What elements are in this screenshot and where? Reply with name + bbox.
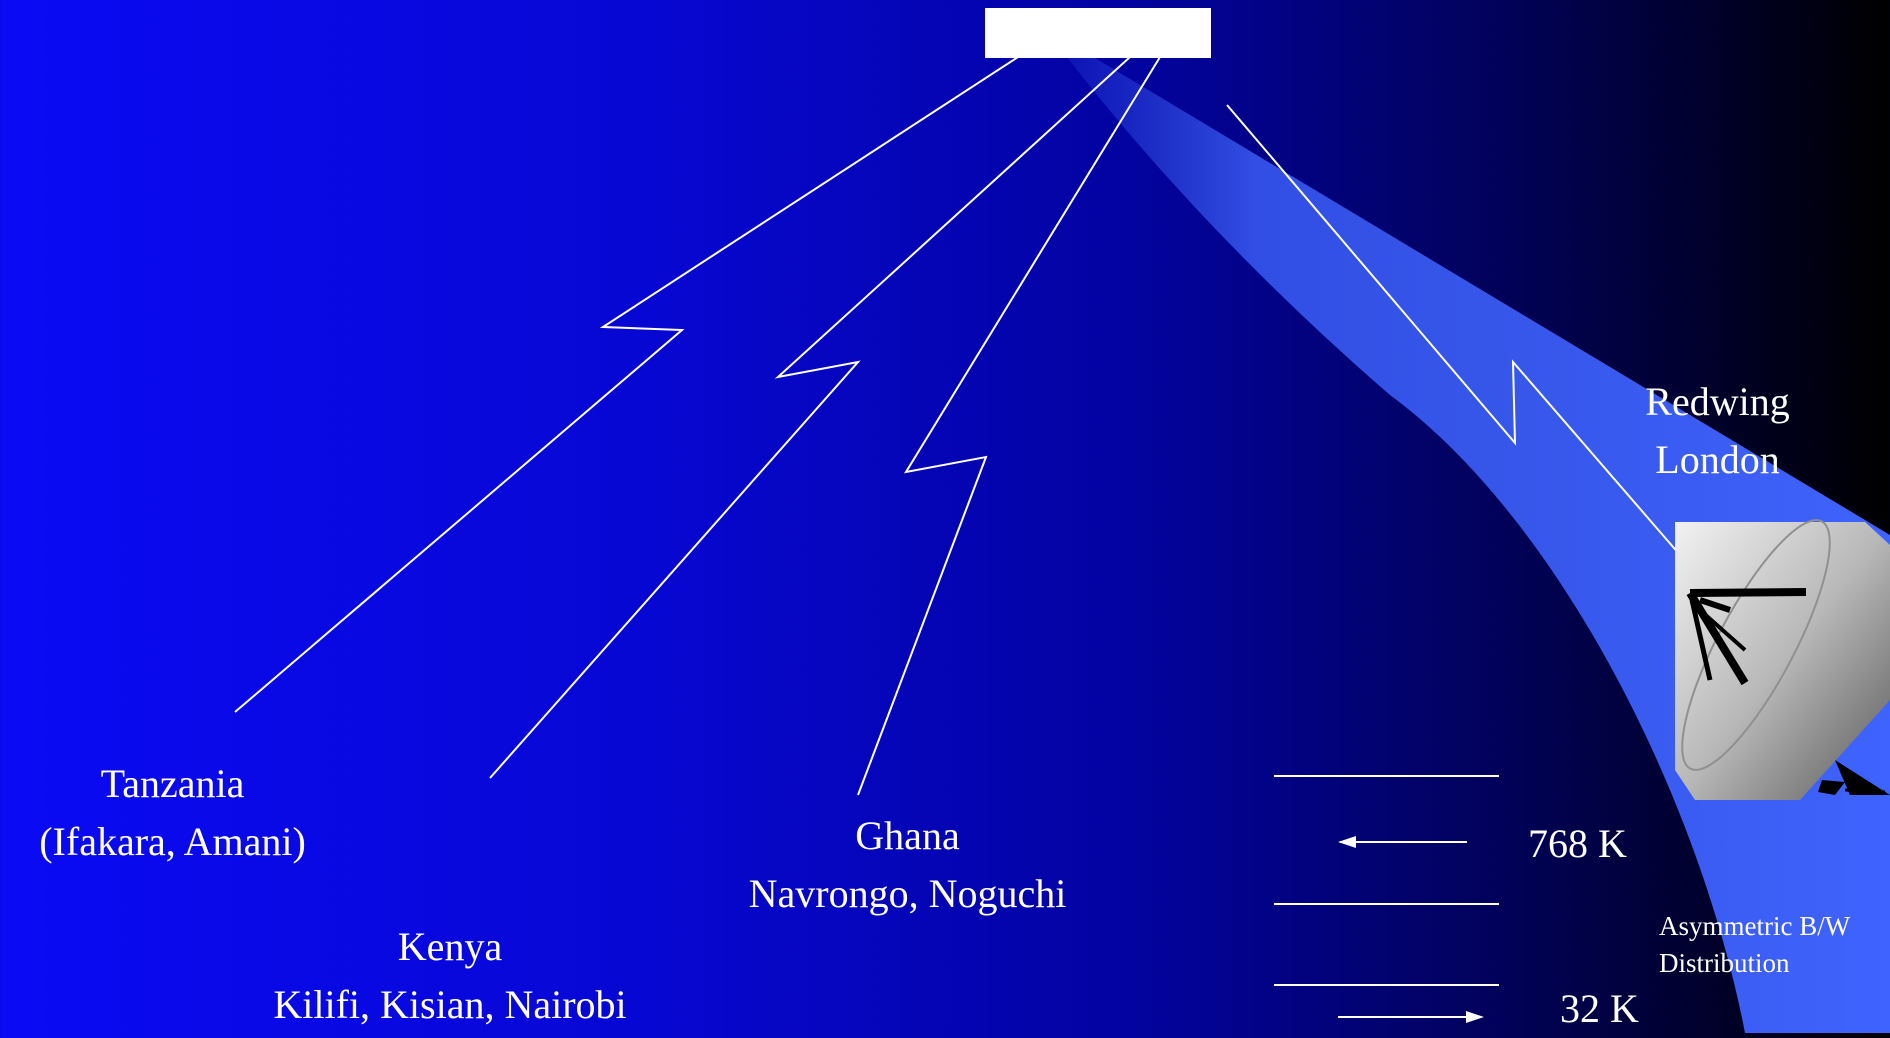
satellite-box-icon bbox=[985, 8, 1211, 58]
site-name: Ghana bbox=[855, 813, 960, 858]
site-detail: Kilifi, Kisian, Nairobi bbox=[273, 982, 627, 1027]
site-name: Kenya bbox=[397, 924, 503, 969]
note-line-1: Asymmetric B/W bbox=[1659, 911, 1851, 941]
site-name: Redwing bbox=[1645, 379, 1790, 424]
site-detail: Navrongo, Noguchi bbox=[748, 871, 1067, 916]
bandwidth-indicator bbox=[1274, 775, 1499, 1023]
uplink-rate: 32 K bbox=[1560, 986, 1639, 1031]
satellite-dish-icon bbox=[1675, 519, 1890, 800]
note-line-2: Distribution bbox=[1659, 948, 1790, 978]
asymmetric-note: Asymmetric B/W Distribution bbox=[1659, 908, 1889, 982]
site-detail: (Ifakara, Amani) bbox=[39, 819, 306, 864]
satellite-beam bbox=[1045, 28, 1890, 1033]
link-ghana bbox=[857, 56, 1161, 796]
site-label-ghana: Ghana Navrongo, Noguchi bbox=[700, 807, 1115, 923]
site-label-redwing-london: Redwing London bbox=[1610, 373, 1825, 489]
site-name: Tanzania bbox=[100, 761, 245, 806]
link-tanzania bbox=[234, 56, 1019, 713]
link-kenya bbox=[489, 56, 1131, 779]
site-label-kenya: Kenya Kilifi, Kisian, Nairobi bbox=[210, 918, 690, 1034]
downlink-rate: 768 K bbox=[1528, 821, 1627, 866]
link-london bbox=[1226, 104, 1694, 571]
site-label-tanzania: Tanzania (Ifakara, Amani) bbox=[0, 755, 345, 871]
site-detail: London bbox=[1655, 437, 1780, 482]
